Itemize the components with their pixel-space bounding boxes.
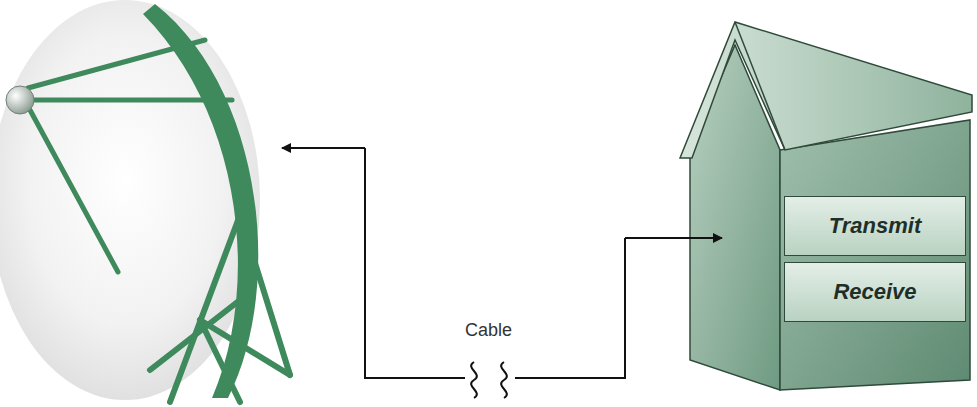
dish-mount bbox=[150, 215, 290, 402]
band-label: Receive bbox=[825, 279, 924, 305]
shelter-front-wall bbox=[780, 120, 970, 390]
feed-horn bbox=[6, 86, 34, 114]
equipment-shelter bbox=[680, 22, 972, 390]
cable-wire bbox=[515, 238, 625, 378]
cable-wire bbox=[365, 148, 465, 378]
shelter-roof bbox=[680, 22, 972, 158]
cable-wire bbox=[282, 147, 365, 149]
dish-shading bbox=[0, 0, 260, 400]
receive-band: Receive bbox=[784, 262, 966, 322]
cable-break-symbol bbox=[471, 362, 477, 398]
transmit-band: Transmit bbox=[784, 196, 966, 256]
cable bbox=[282, 148, 722, 398]
band-label: Transmit bbox=[821, 213, 930, 239]
cable-wire bbox=[625, 237, 722, 239]
roof-edge bbox=[735, 22, 785, 150]
dish-reflector bbox=[143, 4, 258, 398]
cable-break-symbol bbox=[501, 362, 507, 398]
cable-label: Cable bbox=[462, 320, 515, 341]
satellite-dish bbox=[0, 0, 290, 402]
